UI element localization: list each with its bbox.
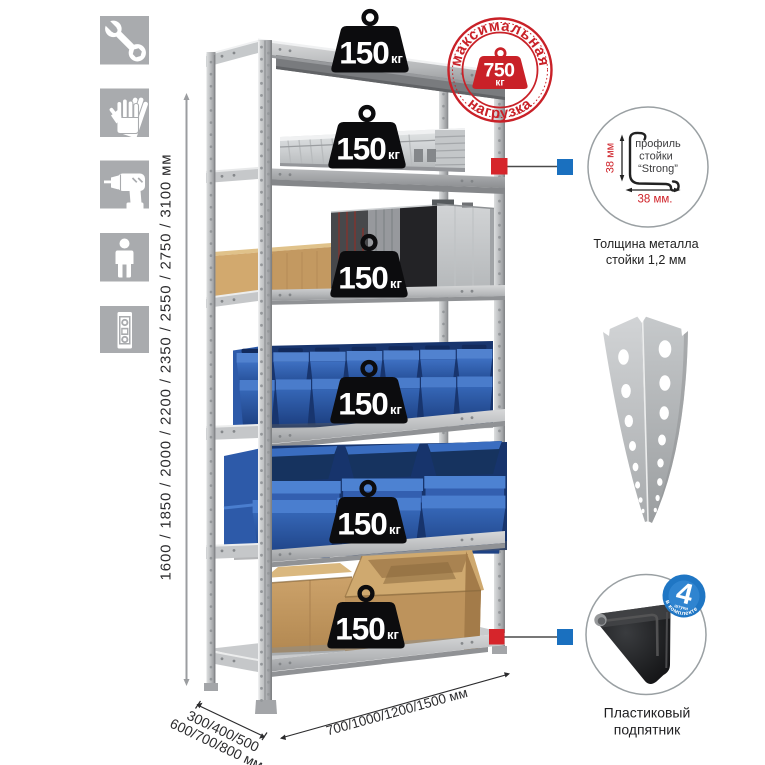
svg-text:750: 750 bbox=[483, 60, 515, 82]
svg-text:“Strong”: “Strong” bbox=[638, 163, 678, 175]
svg-text:кг: кг bbox=[495, 78, 504, 89]
svg-text:38 мм.: 38 мм. bbox=[638, 194, 673, 206]
svg-text:38 мм: 38 мм bbox=[605, 143, 617, 173]
svg-text:стойки: стойки bbox=[639, 151, 673, 163]
svg-text:профиль: профиль bbox=[635, 138, 681, 150]
svg-text:4: 4 bbox=[673, 577, 696, 612]
svg-text:стойки 1,2 мм: стойки 1,2 мм bbox=[606, 253, 686, 267]
svg-text:подпятник: подпятник bbox=[614, 722, 681, 738]
svg-text:Пластиковый: Пластиковый bbox=[604, 705, 691, 721]
svg-text:1600 / 1850 / 2000 / 2200 / 23: 1600 / 1850 / 2000 / 2200 / 2350 / 2550 … bbox=[158, 154, 175, 581]
svg-text:Толщина металла: Толщина металла bbox=[593, 237, 698, 251]
svg-text:штуки: штуки bbox=[674, 603, 689, 611]
svg-text:700/1000/1200/1500 мм: 700/1000/1200/1500 мм bbox=[324, 685, 469, 739]
